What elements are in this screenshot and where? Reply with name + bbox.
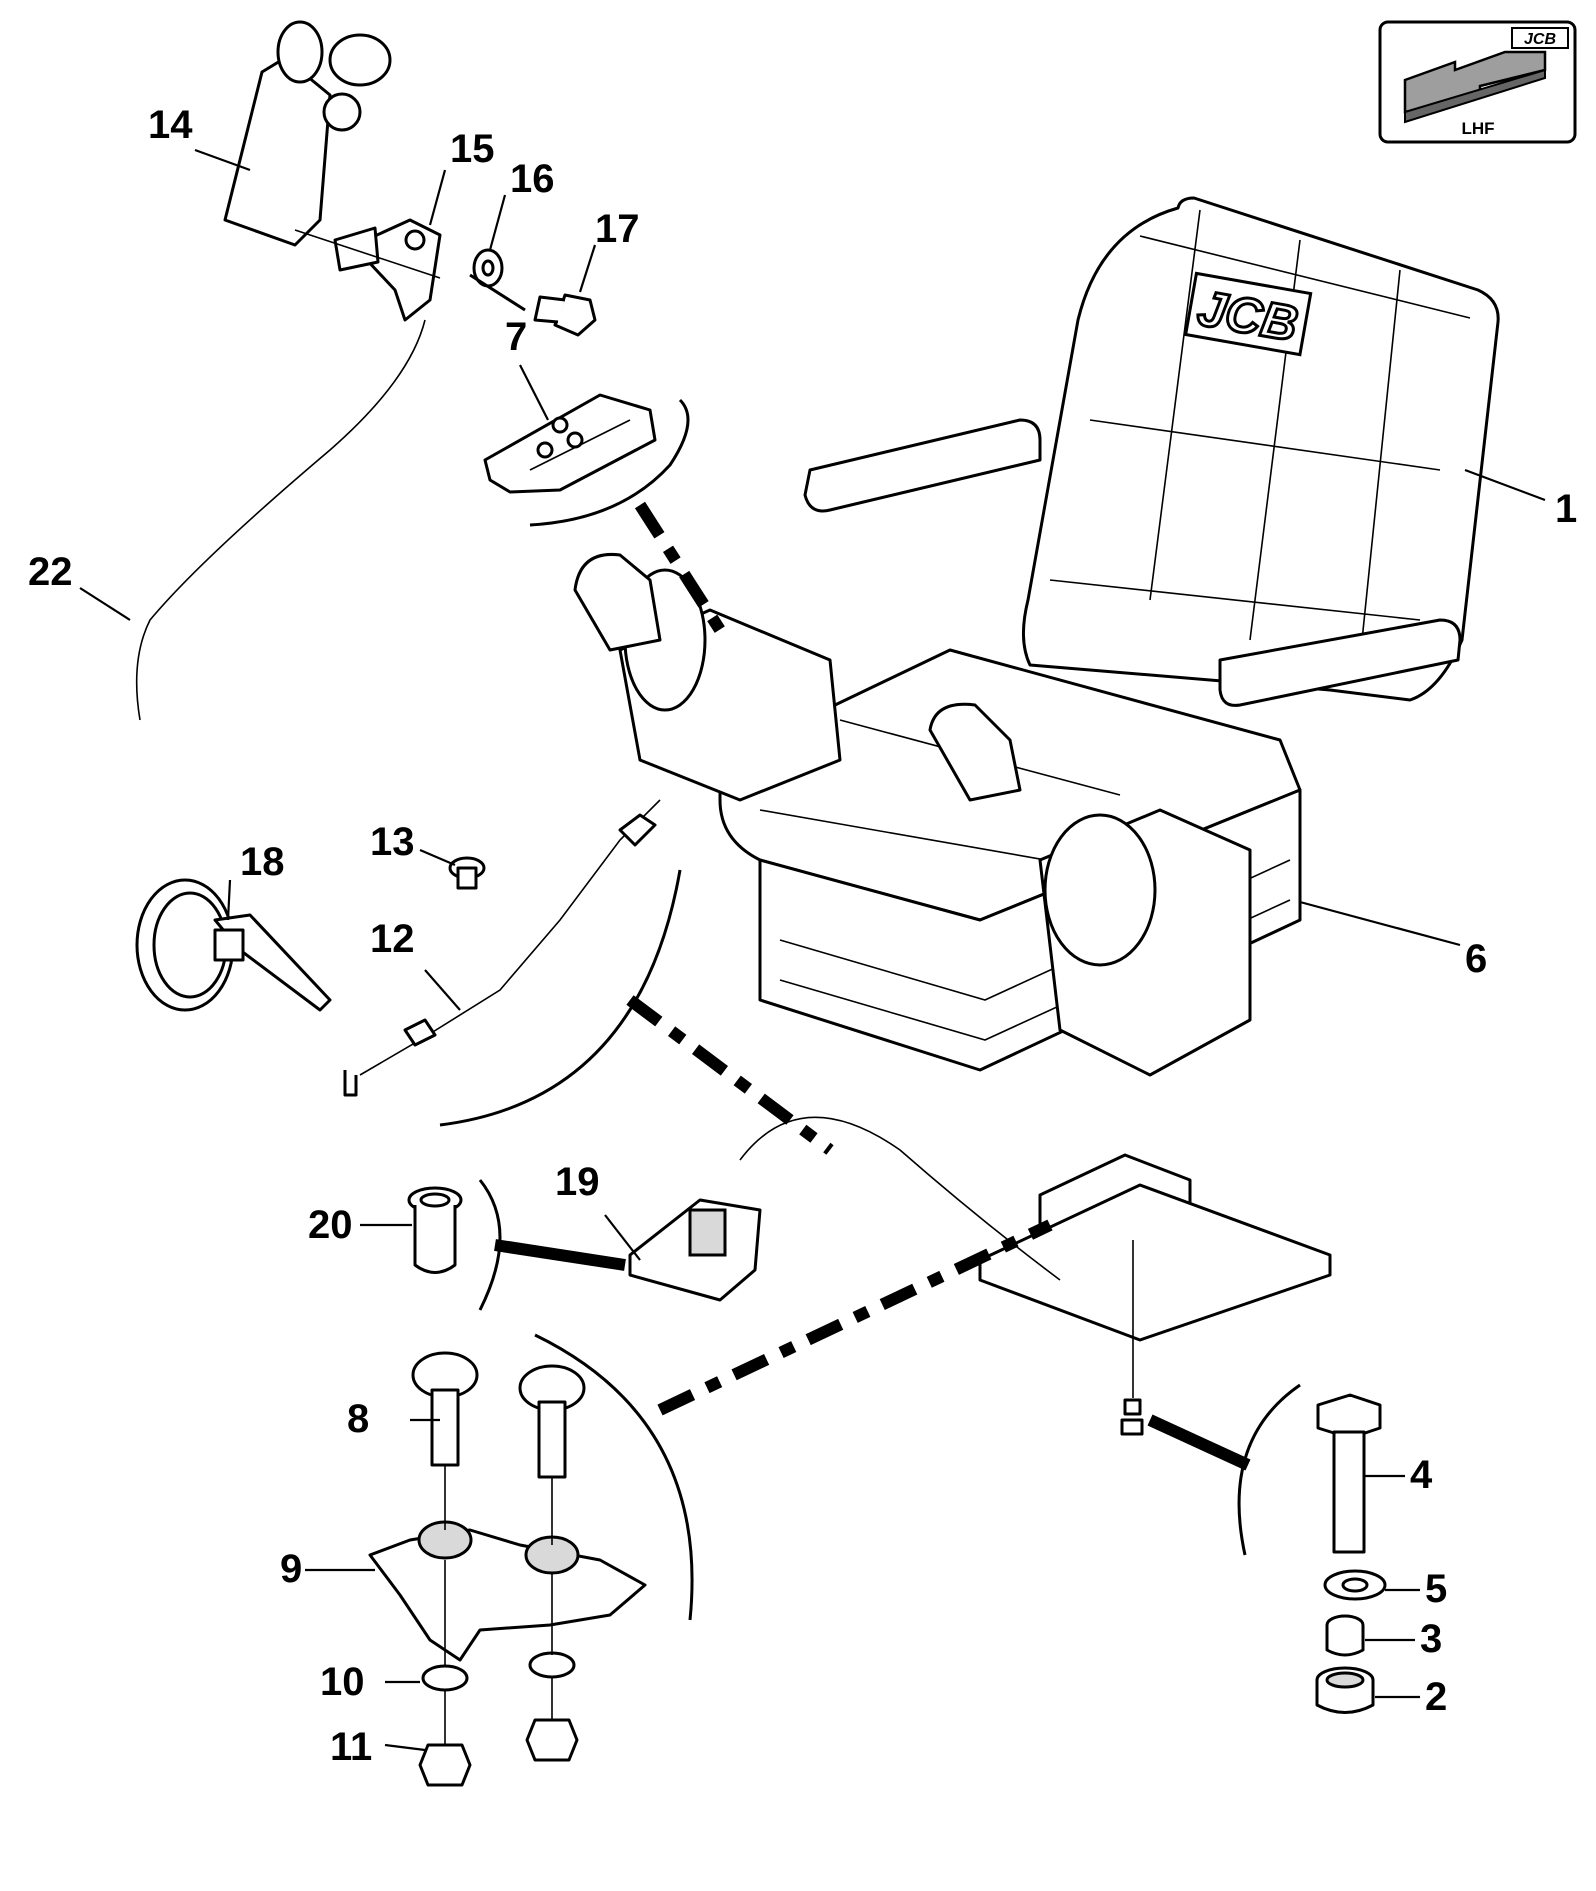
callout-15: 15 [450,127,495,171]
callout-6: 6 [1465,937,1487,981]
callout-12: 12 [370,917,415,961]
bracket-19 [628,1198,762,1302]
nut-11 [418,1718,579,1787]
cable-22-path [135,319,426,721]
callout-14: 14 [148,103,193,147]
cable-tie-18 [135,878,332,1012]
switch-cover-7 [483,393,657,494]
jcb-badge-logo: JCB [1511,27,1569,49]
orientation-arrow-icon [1403,50,1547,124]
bolt-4 [1316,1393,1382,1554]
insert-13 [448,856,486,890]
leader-lines [79,148,1546,1752]
callout-labels: 1 2 3 4 5 6 7 8 9 10 11 12 13 14 15 16 1… [28,103,1577,1769]
washer-5 [1323,1569,1387,1601]
carriage-bolts-8 [411,1351,586,1479]
callout-5: 5 [1425,1567,1447,1611]
sleeve-20 [407,1186,463,1274]
callout-8: 8 [347,1397,369,1441]
callout-1: 1 [1555,487,1577,531]
jcb-seat-logo: JCB [1183,271,1313,357]
bracket-assembly-14 [223,20,392,247]
cable-12 [343,799,661,1097]
callout-3: 3 [1420,1617,1442,1661]
callout-7: 7 [505,315,527,359]
callout-2: 2 [1425,1675,1447,1719]
seat-assembly: JCB [573,196,1500,1342]
svg-text:LHF: LHF [1461,119,1494,138]
orientation-badge: JCB LHF [1378,20,1577,144]
callout-20: 20 [308,1203,353,1247]
callout-10: 10 [320,1660,365,1704]
bush-2 [1315,1666,1375,1714]
small-nut-pair [1120,1240,1144,1436]
callout-11: 11 [330,1725,372,1769]
callout-17: 17 [595,207,640,251]
callout-18: 18 [240,840,285,884]
callout-16: 16 [510,157,555,201]
callout-22: 22 [28,550,73,594]
cable-bracket-15 [333,218,442,322]
callout-9: 9 [280,1547,302,1591]
svg-text:JCB: JCB [1524,31,1556,48]
mount-plate-9 [368,1520,647,1662]
bolt-17 [469,273,597,337]
callout-19: 19 [555,1160,600,1204]
callout-4: 4 [1410,1453,1433,1497]
spacer-3 [1325,1614,1365,1657]
callout-13: 13 [370,820,415,864]
